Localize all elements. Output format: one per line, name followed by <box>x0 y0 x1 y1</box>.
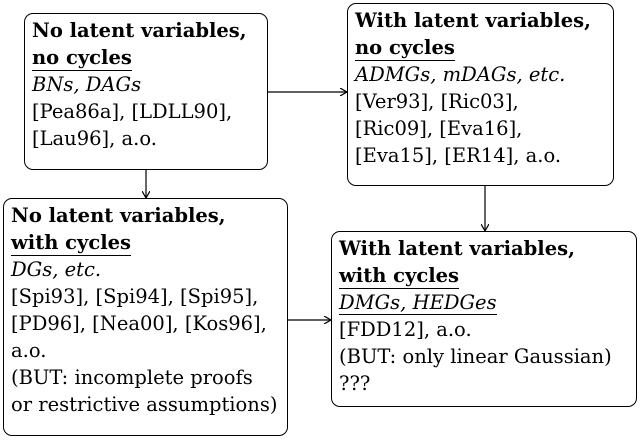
box-no-latent-cycles: No latent variables, with cycles DGs, et… <box>3 198 288 436</box>
box-model-classes: BNs, DAGs <box>32 73 142 96</box>
box-references-line: a.o. <box>11 339 47 362</box>
box-references-line: [Ver93], [Ric03], <box>355 90 519 113</box>
box-model-classes: ADMGs, mDAGs, etc. <box>355 63 566 86</box>
box-title-line: With latent variables, <box>355 9 591 32</box>
box-references-line: [PD96], [Nea00], [Kos96], <box>11 312 267 335</box>
box-references-line: [Lau96], a.o. <box>32 127 157 150</box>
box-note-line: (BUT: incomplete proofs <box>11 366 253 389</box>
box-references-line: [FDD12], a.o. <box>339 318 472 341</box>
box-references-line: [Ric09], [Eva16], <box>355 117 523 140</box>
box-references-line: [Pea86a], [LDLL90], <box>32 100 233 123</box>
box-title-line: with cycles <box>339 264 460 289</box>
box-title-line: no cycles <box>355 36 455 61</box>
box-title-line: No latent variables, <box>11 204 226 227</box>
box-references-line: [Eva15], [ER14], a.o. <box>355 144 562 167</box>
box-title-line: no cycles <box>32 46 132 71</box>
box-title-line: with cycles <box>11 231 132 256</box>
box-no-latent-no-cycles: No latent variables, no cycles BNs, DAGs… <box>24 13 268 170</box>
box-references-line: [Spi93], [Spi94], [Spi95], <box>11 285 259 308</box>
box-title-line: No latent variables, <box>32 19 247 42</box>
box-note-line: or restrictive assumptions) <box>11 393 278 416</box>
box-title-line: With latent variables, <box>339 237 575 260</box>
box-note-line: (BUT: only linear Gaussian) <box>339 345 612 368</box>
box-latent-no-cycles: With latent variables, no cycles ADMGs, … <box>347 3 614 186</box>
box-model-classes: DGs, etc. <box>11 258 102 281</box>
box-latent-cycles: With latent variables, with cycles DMGs,… <box>331 231 637 407</box>
box-note-line: ??? <box>339 372 371 395</box>
box-model-classes: DMGs, HEDGes <box>339 291 497 315</box>
